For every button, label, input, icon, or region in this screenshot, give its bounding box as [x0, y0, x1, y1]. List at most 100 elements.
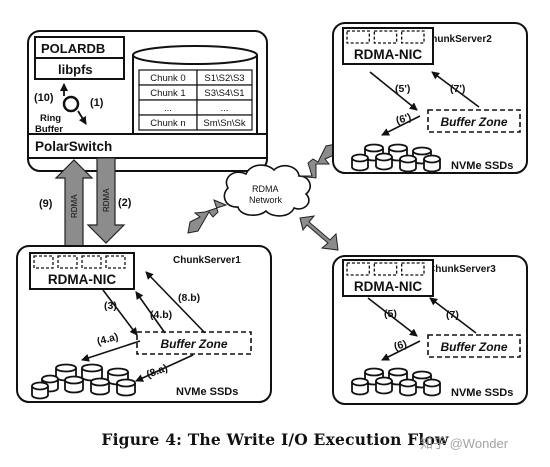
step-label: (7) — [446, 309, 459, 321]
step-2-label: (2) — [118, 197, 132, 209]
ring-label: Ring — [40, 113, 61, 124]
step-1-label: (1) — [90, 97, 104, 109]
flow-arrow — [431, 71, 480, 108]
flow-arrow — [369, 71, 418, 111]
nic-queue-slot — [346, 30, 370, 44]
ssd-top — [399, 154, 417, 164]
ssd-top — [41, 374, 59, 384]
step-label: (5) — [384, 308, 397, 320]
ssd-top — [423, 378, 441, 388]
flow-arrow — [367, 297, 418, 337]
watermark: 知乎 @Wonder — [420, 436, 509, 451]
cloud-to-cs1-arrow — [187, 199, 228, 234]
ssd-top — [81, 363, 103, 373]
figure-caption: Figure 4: The Write I/O Execution Flow — [101, 430, 449, 449]
flow-arrow — [135, 291, 166, 334]
step-9-label: (9) — [39, 198, 53, 210]
ssd-top — [399, 378, 417, 388]
step-label: (6) — [393, 338, 409, 353]
step-label: (4.b) — [150, 309, 172, 321]
ssd-top — [412, 146, 432, 156]
step-label: (4.a) — [96, 331, 120, 348]
buffer-zone-box — [427, 334, 521, 358]
flow-arrow — [145, 271, 206, 334]
step-label: (5') — [395, 83, 410, 95]
cloud-to-cs3-arrow — [299, 215, 339, 251]
ssd-top — [107, 367, 129, 377]
chunk-id-text: Chunk n — [150, 118, 185, 129]
nic-queue-slot — [346, 262, 370, 276]
buffer-zone-label: Buffer Zone — [440, 340, 507, 354]
buffer-label: Buffer — [35, 124, 63, 135]
chunk-id-text: Chunk 1 — [150, 88, 185, 99]
nvme-ssds-label: NVMe SSDs — [176, 386, 238, 398]
nic-queue-slot — [57, 255, 78, 269]
rdma-up-label: RDMA — [70, 194, 79, 218]
rdma-nic-label: RDMA-NIC — [354, 279, 422, 294]
polarswitch-box — [27, 133, 268, 159]
rdma-down-label: RDMA — [102, 188, 111, 212]
ssd-top — [364, 367, 384, 377]
step-label: (3) — [104, 300, 117, 312]
ssd-top — [375, 152, 393, 162]
ssd-top — [388, 143, 408, 153]
step-label: (8.b) — [178, 292, 200, 304]
rdma-nic-label: RDMA-NIC — [48, 272, 116, 287]
flow-arrow — [381, 340, 421, 361]
rdma-up-arrow — [54, 159, 94, 249]
server-cell — [196, 114, 253, 131]
network-label-network: Network — [249, 195, 283, 205]
buffer-zone-label: Buffer Zone — [160, 337, 227, 351]
rdma-network-cloud — [223, 164, 311, 217]
flow-arrow — [102, 289, 138, 336]
nic-queue-slot — [401, 262, 425, 276]
chunk-servers-text: S1\S2\S3 — [204, 73, 244, 84]
nic-queue-slot — [401, 30, 425, 44]
ssd-top — [31, 381, 49, 391]
server-name: ChunkServer2 — [424, 34, 492, 45]
nic-queue-slot — [373, 30, 398, 44]
ssd-top — [375, 376, 393, 386]
step-label: (6') — [395, 111, 413, 127]
network-label-rdma: RDMA — [252, 184, 279, 194]
nic-queue-slot — [105, 255, 126, 269]
buffer-zone-box — [427, 109, 521, 133]
ssd-top — [364, 143, 384, 153]
write-io-diagram: POLARDB libpfs (10) (1) Ring Buffer Chun… — [16, 22, 528, 405]
polardb-label: POLARDB — [41, 41, 105, 56]
step-label: (7') — [450, 83, 465, 95]
host-node: POLARDB libpfs (10) (1) Ring Buffer Chun… — [27, 30, 268, 172]
nvme-ssds-label: NVMe SSDs — [451, 387, 513, 399]
server-name: ChunkServer3 — [428, 264, 496, 275]
nic-queue-slot — [373, 262, 398, 276]
libpfs-label: libpfs — [58, 62, 93, 77]
rdma-down-arrow — [86, 157, 126, 244]
ssd-top — [388, 367, 408, 377]
buffer-zone-label: Buffer Zone — [440, 115, 507, 129]
rdma-nic-label: RDMA-NIC — [354, 47, 422, 62]
chunk-servers-text: Sm\Sn\Sk — [203, 118, 245, 129]
ssd-top — [90, 377, 110, 387]
ssd-top — [64, 375, 84, 385]
nic-queue-slot — [33, 255, 54, 269]
nvme-ssds-label: NVMe SSDs — [451, 160, 513, 172]
nic-queue-slot — [81, 255, 102, 269]
flow-arrow — [135, 354, 194, 382]
chunk-servers-text: S3\S4\S1 — [204, 88, 244, 99]
libpfs-box — [34, 57, 125, 80]
chunk-id-text: Chunk 0 — [150, 73, 185, 84]
ssd-top — [423, 154, 441, 164]
ssd-top — [116, 378, 136, 388]
ssd-top — [351, 377, 369, 387]
buffer-zone-box — [136, 331, 252, 355]
ssd-top — [55, 363, 77, 373]
ring-buffer-icon — [60, 83, 87, 125]
flow-arrow — [381, 115, 421, 136]
chunk-servers-text: ... — [221, 103, 229, 114]
ssd-top — [351, 153, 369, 163]
chunk-id-text: ... — [164, 103, 172, 114]
polarswitch-label: PolarSwitch — [35, 139, 112, 154]
